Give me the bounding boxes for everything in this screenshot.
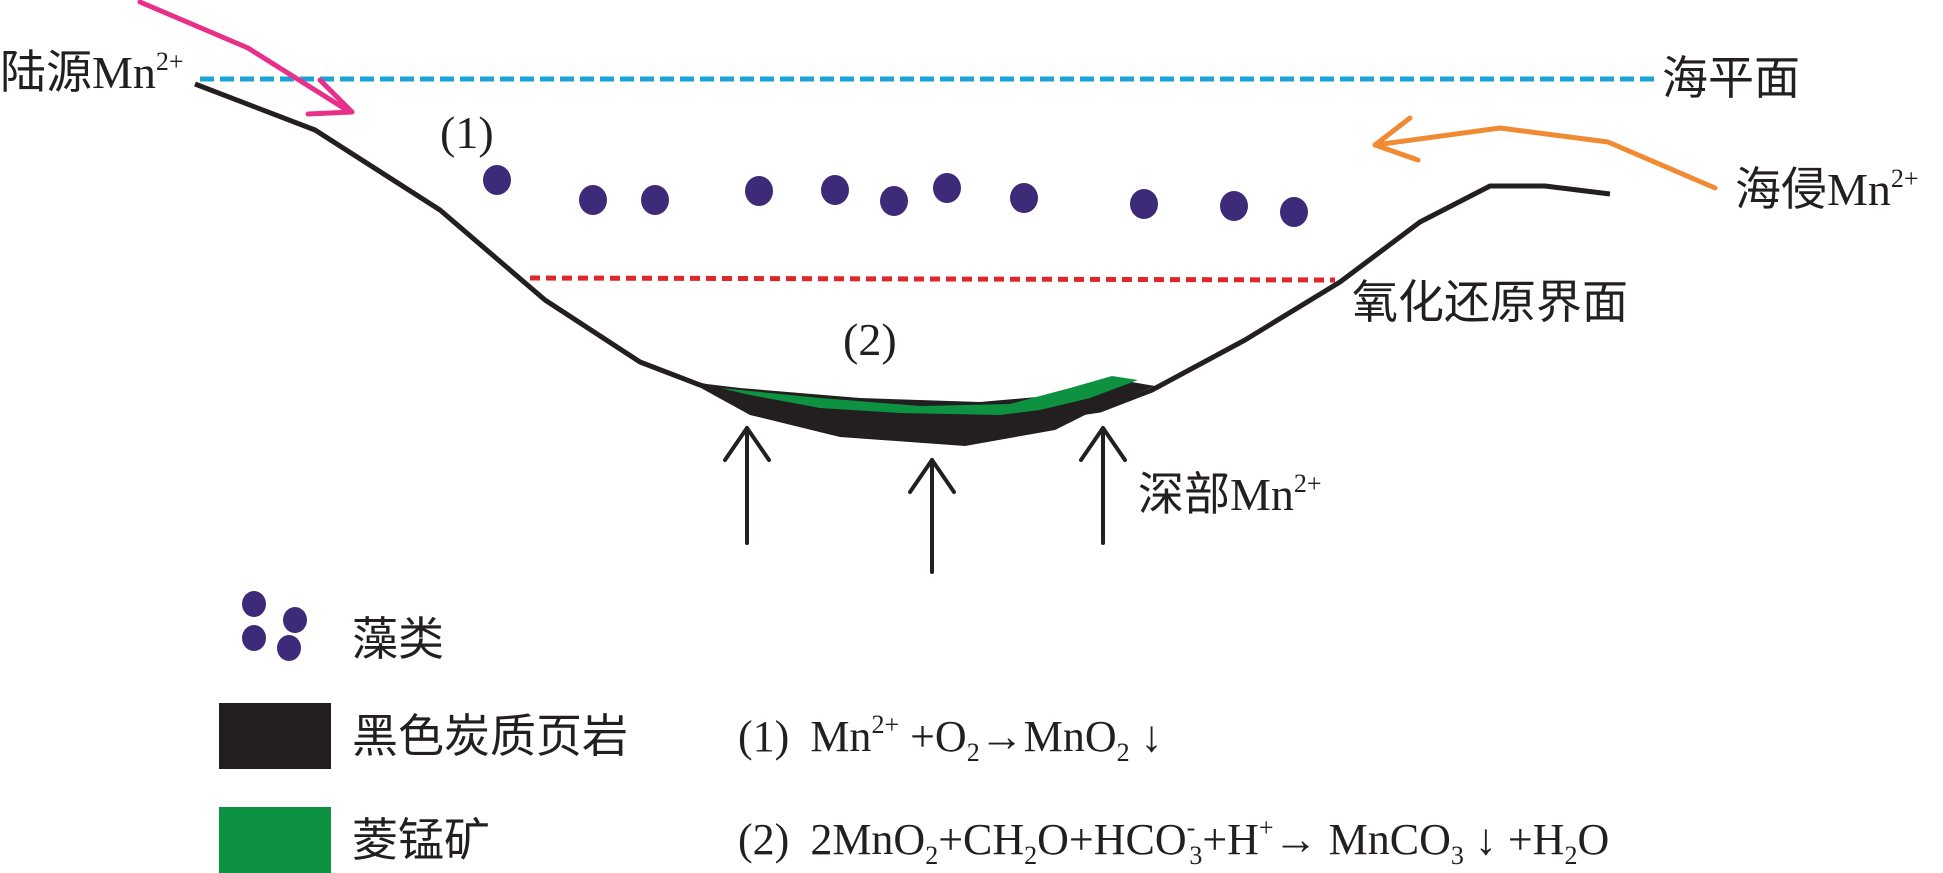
redox-interface-label: 氧化还原界面 [1352, 277, 1628, 328]
deep-arrow-2 [908, 458, 956, 574]
algae-dot [1010, 183, 1038, 213]
reaction-1: (1) Mn2+ +O2→MnO2 ↓ [738, 710, 1163, 767]
legend: 藻类 黑色炭质页岩 菱锰矿 [219, 591, 628, 873]
algae-dot [641, 185, 669, 215]
rhodochrosite-layer [720, 376, 1138, 415]
algae-dot [933, 173, 961, 203]
legend-rhodochrosite-label: 菱锰矿 [352, 815, 490, 866]
legend-algae-label: 藻类 [352, 614, 444, 665]
legend-black-shale-swatch [219, 703, 331, 769]
algae-dot [821, 175, 849, 205]
legend-rhodochrosite-swatch [219, 807, 331, 873]
algae-dot [483, 165, 511, 195]
algae-dot [1280, 197, 1308, 227]
deep-arrow-3 [1079, 426, 1127, 545]
deep-mn-label: 深部Mn2+ [1138, 469, 1322, 520]
algae-cluster [483, 165, 1308, 227]
algae-dot [1130, 189, 1158, 219]
algae-dot [1220, 191, 1248, 221]
algae-dot [745, 176, 773, 206]
deep-arrow-1 [723, 426, 771, 545]
terrestrial-mn-label: 陆源Mn2+ [0, 47, 184, 98]
deep-mn-arrows [723, 426, 1127, 574]
stage-1-label: (1) [440, 107, 494, 158]
algae-dot [579, 185, 607, 215]
algae-dot [880, 186, 908, 216]
sea-level-label: 海平面 [1662, 53, 1800, 104]
legend-black-shale-label: 黑色炭质页岩 [352, 711, 628, 762]
redox-interface-line [529, 275, 1336, 283]
transgression-mn-label: 海侵Mn2+ [1735, 164, 1919, 215]
basin-profile [194, 81, 1611, 428]
terrestrial-arrow [137, 0, 355, 117]
transgression-arrow [1372, 115, 1718, 191]
reaction-2: (2) 2MnO2+CH2O+HCO-3+H+→ MnCO3 ↓ +H2O [738, 813, 1609, 870]
stage-2-label: (2) [843, 314, 897, 365]
legend-algae-icon [242, 591, 307, 661]
